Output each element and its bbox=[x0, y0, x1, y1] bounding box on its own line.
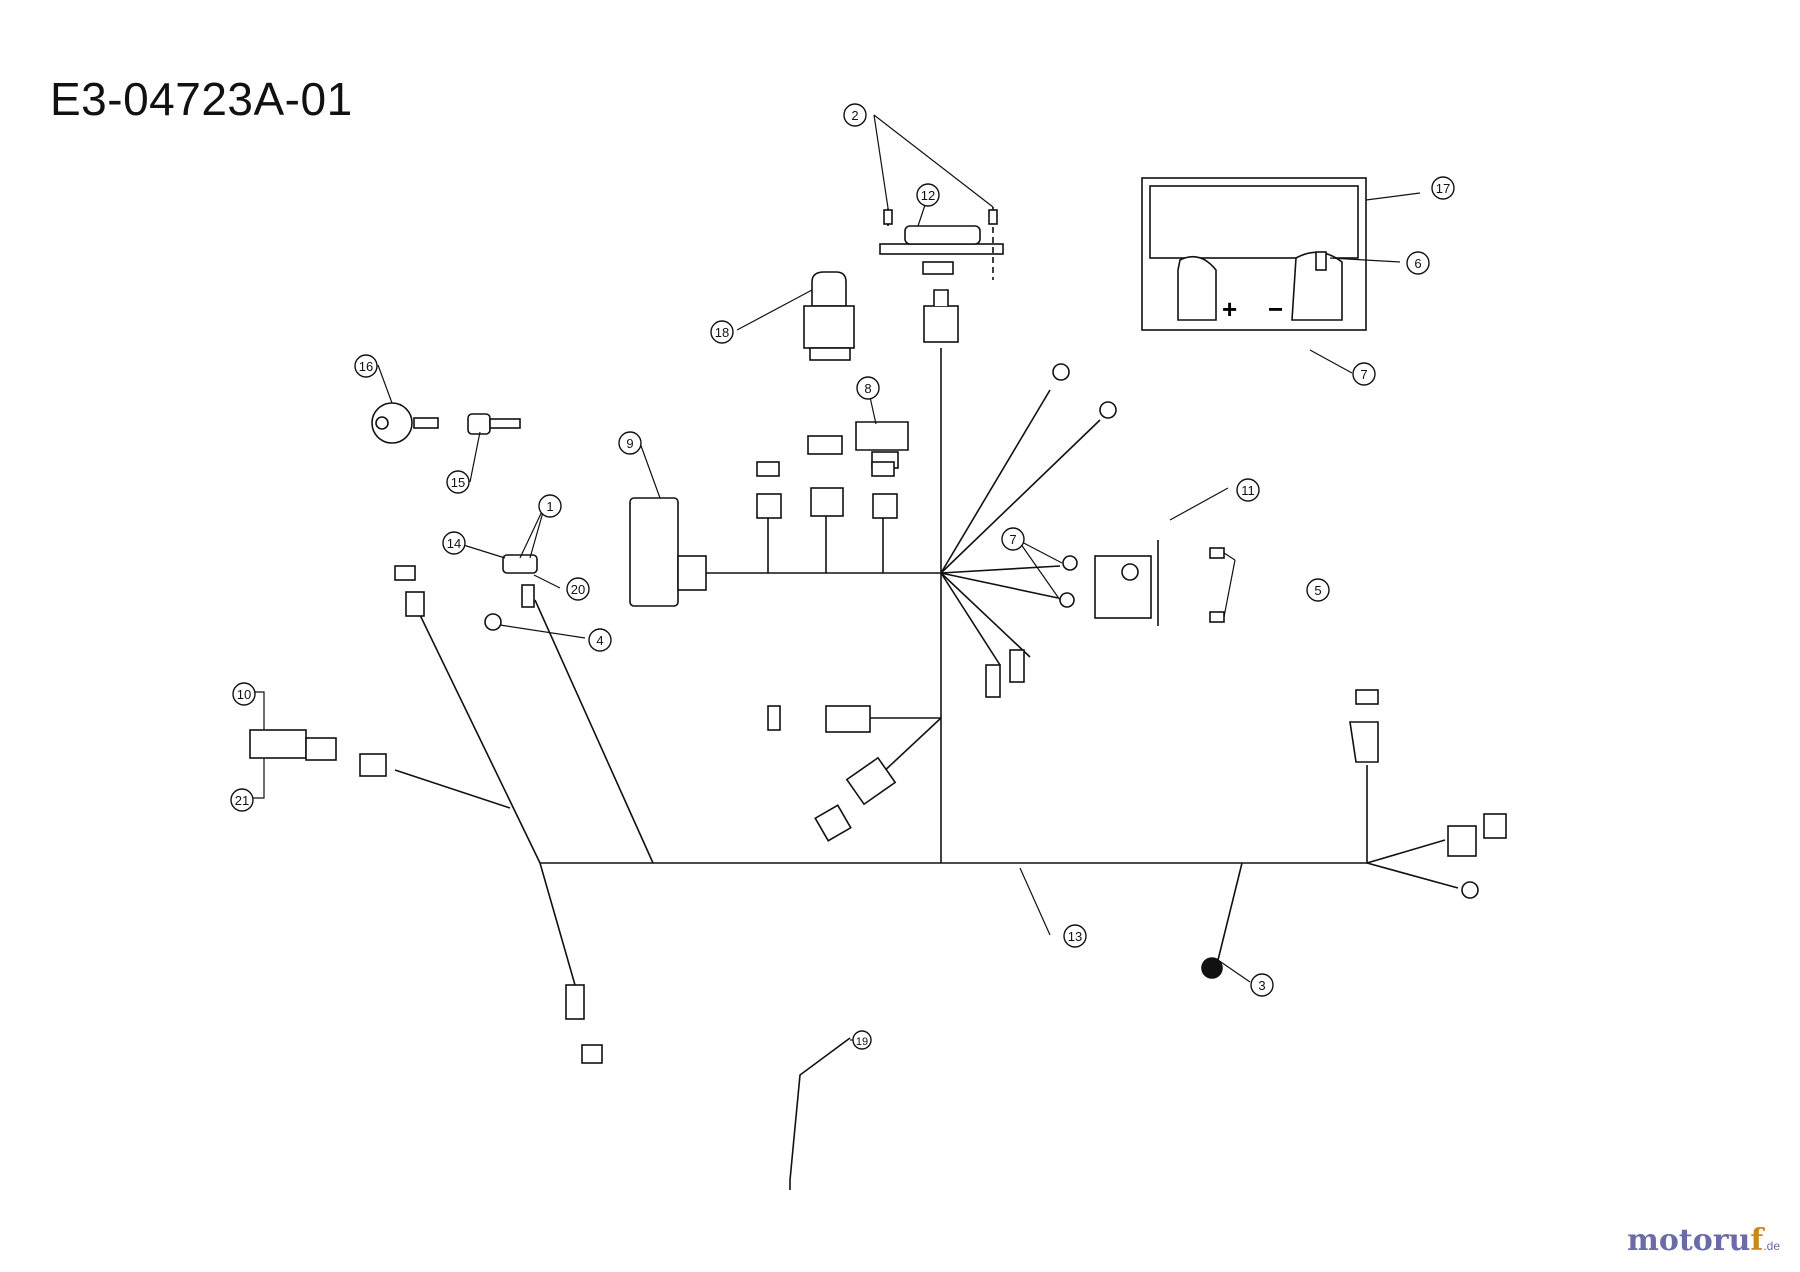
callout-5: 5 bbox=[1306, 578, 1330, 602]
callout-6: 6 bbox=[1406, 251, 1430, 275]
svg-text:2: 2 bbox=[851, 108, 858, 123]
svg-text:20: 20 bbox=[571, 582, 585, 597]
svg-text:18: 18 bbox=[715, 325, 729, 340]
headlight-connector bbox=[923, 289, 959, 343]
connector-group bbox=[756, 435, 898, 519]
harness-left-side bbox=[394, 769, 511, 809]
left-connectors bbox=[394, 565, 603, 1064]
svg-text:8: 8 bbox=[864, 381, 871, 396]
callout-8: 8 bbox=[856, 376, 880, 400]
callout-20: 20 bbox=[566, 577, 590, 601]
svg-text:7: 7 bbox=[1360, 367, 1367, 382]
svg-text:21: 21 bbox=[235, 793, 249, 808]
callout-2: 2 bbox=[843, 103, 867, 127]
svg-text:17: 17 bbox=[1436, 181, 1450, 196]
svg-text:6: 6 bbox=[1414, 256, 1421, 271]
solenoid bbox=[1094, 540, 1159, 626]
callout-9: 9 bbox=[618, 431, 642, 455]
ground-wire bbox=[789, 1037, 851, 1190]
svg-text:5: 5 bbox=[1314, 583, 1321, 598]
callout-7-lower: 7 bbox=[1001, 527, 1025, 551]
battery-minus-label: − bbox=[1268, 294, 1283, 324]
svg-text:19: 19 bbox=[856, 1036, 868, 1048]
svg-text:12: 12 bbox=[921, 188, 935, 203]
callout-19: 19 bbox=[852, 1030, 872, 1050]
callout-12: 12 bbox=[916, 183, 940, 207]
brand-logo: motoruf.de bbox=[1627, 1223, 1780, 1258]
callout-4: 4 bbox=[588, 628, 612, 652]
headlight-bracket bbox=[879, 207, 1004, 280]
right-connectors bbox=[1201, 689, 1507, 979]
harness-relay-branch bbox=[879, 717, 942, 776]
switch-block bbox=[629, 497, 707, 607]
callout-14: 14 bbox=[442, 531, 466, 555]
inline-fuse-holders bbox=[985, 649, 1025, 698]
relay-group bbox=[767, 705, 897, 842]
ring-terminals bbox=[484, 363, 1479, 977]
harness-left-upper bbox=[419, 614, 541, 864]
svg-text:15: 15 bbox=[451, 475, 465, 490]
fuse-block bbox=[502, 554, 538, 608]
harness-left-lower bbox=[539, 862, 576, 986]
callout-11: 11 bbox=[1236, 478, 1260, 502]
svg-text:13: 13 bbox=[1068, 929, 1082, 944]
svg-text:11: 11 bbox=[1241, 483, 1255, 498]
callout-21: 21 bbox=[230, 788, 254, 812]
harness-left-mid bbox=[534, 599, 654, 864]
callout-13: 13 bbox=[1063, 924, 1087, 948]
callout-3: 3 bbox=[1250, 973, 1274, 997]
callout-15: 15 bbox=[446, 470, 470, 494]
hour-meter bbox=[855, 421, 909, 469]
callout-1: 1 bbox=[538, 494, 562, 518]
svg-text:3: 3 bbox=[1258, 978, 1265, 993]
callout-7-upper: 7 bbox=[1352, 362, 1376, 386]
diagram-title: E3-04723A-01 bbox=[50, 73, 353, 125]
callout-17: 17 bbox=[1431, 176, 1455, 200]
battery bbox=[1141, 177, 1367, 331]
svg-text:14: 14 bbox=[447, 536, 461, 551]
svg-text:7: 7 bbox=[1009, 532, 1016, 547]
callout-10: 10 bbox=[232, 682, 256, 706]
callout-16: 16 bbox=[354, 354, 378, 378]
pto-switch bbox=[803, 271, 855, 361]
battery-plus-label: + bbox=[1222, 294, 1237, 324]
solenoid-bolts bbox=[1209, 547, 1225, 623]
seat-switch bbox=[249, 729, 387, 777]
svg-text:10: 10 bbox=[237, 687, 251, 702]
svg-text:9: 9 bbox=[626, 436, 633, 451]
callout-18: 18 bbox=[710, 320, 734, 344]
ignition-switch bbox=[371, 402, 439, 444]
ignition-key bbox=[467, 413, 521, 435]
svg-text:1: 1 bbox=[546, 499, 553, 514]
svg-text:4: 4 bbox=[596, 633, 603, 648]
svg-text:16: 16 bbox=[359, 359, 373, 374]
